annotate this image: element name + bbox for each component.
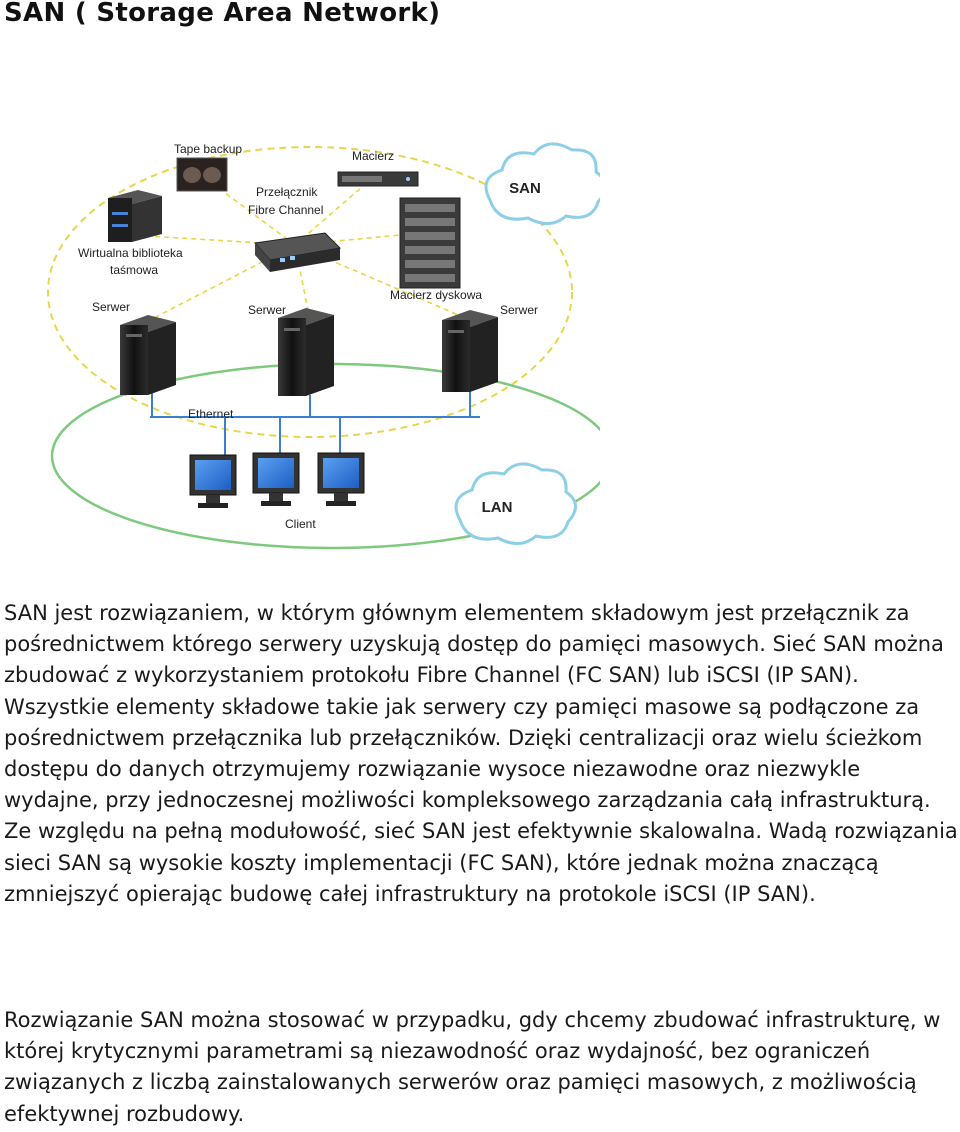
- switch-label-line1: Przełącznik: [256, 185, 318, 199]
- san-network-diagram: SAN LAN Tape backup Macierz Przełącznik …: [47, 142, 600, 550]
- client-monitor-1-icon: [189, 454, 237, 508]
- server-3-label: Serwer: [500, 303, 538, 317]
- client-monitor-3-icon: [317, 452, 365, 506]
- server-2-icon: [278, 308, 334, 396]
- client-label: Client: [285, 517, 316, 531]
- san-cloud: SAN: [484, 142, 600, 225]
- page-title: SAN ( Storage Area Network): [4, 0, 441, 28]
- server-1-icon: [120, 315, 176, 395]
- macierz-label: Macierz: [352, 149, 394, 163]
- san-ellipse: [47, 146, 573, 438]
- body-paragraph-1: SAN jest rozwiązaniem, w którym głównym …: [4, 601, 958, 906]
- lan-cloud-label: LAN: [482, 499, 513, 516]
- fibre-channel-switch-icon: [254, 232, 342, 272]
- body-paragraph-2: Rozwiązanie SAN można stosować w przypad…: [4, 1008, 941, 1126]
- disk-array-icon: [399, 197, 461, 289]
- disk-array-label: Macierz dyskowa: [390, 288, 482, 302]
- virtual-library-label-line1: Wirtualna biblioteka: [78, 246, 183, 260]
- tape-backup-label: Tape backup: [174, 142, 242, 156]
- tape-backup-icon: [176, 157, 228, 192]
- server-3-icon: [442, 310, 498, 392]
- ethernet-label: Ethernet: [188, 407, 234, 421]
- client-monitor-2-icon: [252, 452, 300, 506]
- virtual-tape-library-icon: [108, 190, 162, 242]
- lan-cloud: LAN: [454, 462, 577, 545]
- virtual-library-label-line2: taśmowa: [110, 263, 158, 277]
- switch-label-line2: Fibre Channel: [248, 203, 323, 217]
- san-cloud-label: SAN: [509, 180, 541, 197]
- server-1-label: Serwer: [92, 300, 130, 314]
- server-2-label: Serwer: [248, 303, 286, 317]
- macierz-icon: [337, 171, 419, 187]
